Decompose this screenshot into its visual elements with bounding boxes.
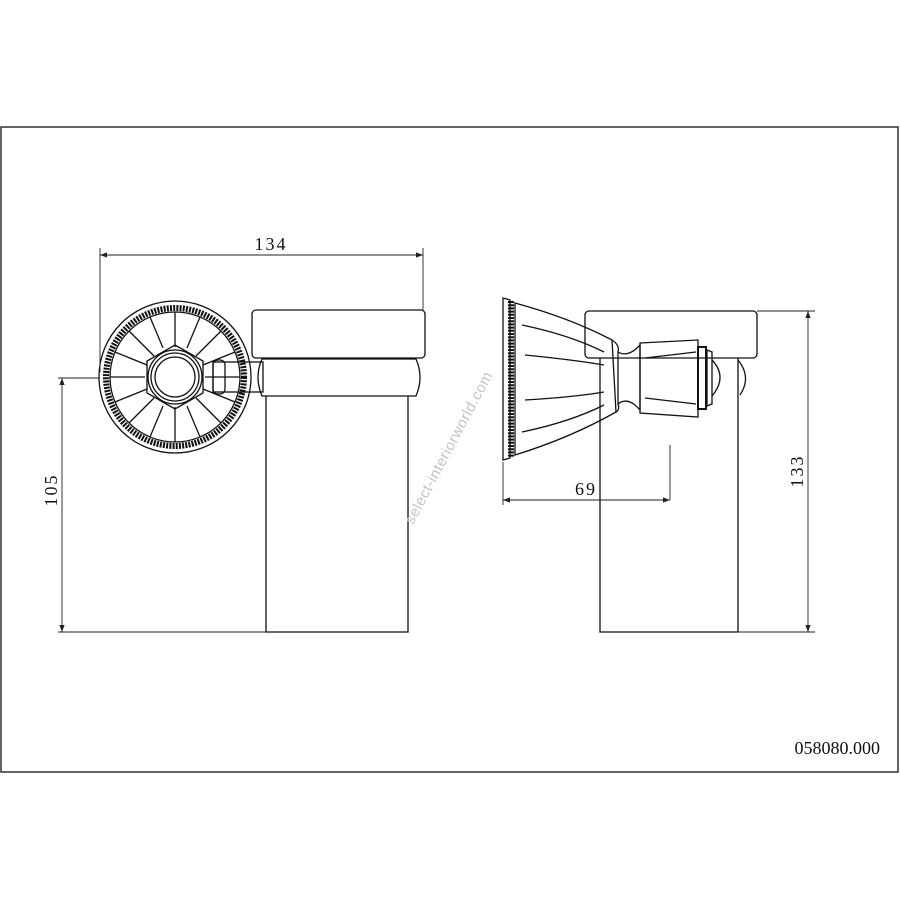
rosette-rays xyxy=(110,312,240,442)
dimension-height: 133 xyxy=(738,310,815,633)
dimension-label-projection: 69 xyxy=(575,479,597,499)
dimension-label-width: 134 xyxy=(255,234,288,254)
dimension-projection: 69 xyxy=(502,462,670,505)
side-view xyxy=(502,297,758,633)
drawing-frame xyxy=(0,126,899,773)
watermark: select-interiorworld.com xyxy=(402,369,497,527)
dimension-label-mount-height: 105 xyxy=(41,474,61,507)
front-view xyxy=(98,300,426,633)
dimension-label-height: 133 xyxy=(787,455,807,488)
article-number: 058080.000 xyxy=(795,738,881,758)
dimension-mount-height: 105 xyxy=(41,377,266,633)
dimension-width: 134 xyxy=(99,234,424,372)
